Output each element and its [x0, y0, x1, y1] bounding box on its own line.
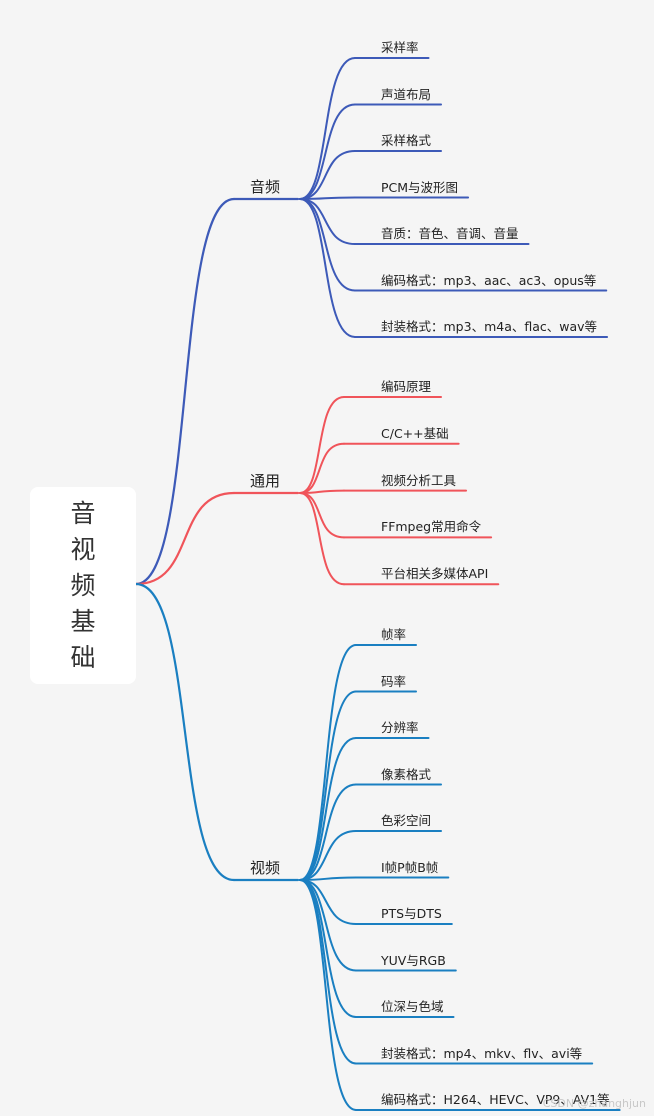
- branch-to-leaf-link: [299, 690, 357, 881]
- branch-to-leaf-link: [299, 396, 345, 494]
- branch-to-leaf-link: [299, 879, 357, 1065]
- leaf-label[interactable]: 帧率: [381, 627, 407, 642]
- leaf-label[interactable]: 采样率: [381, 40, 419, 55]
- leaf-label[interactable]: 视频分析工具: [381, 472, 457, 488]
- branch-to-leaf-link: [299, 879, 357, 1111]
- branch-label[interactable]: 音频: [250, 178, 281, 196]
- branch-to-leaf-link: [299, 492, 345, 539]
- branch-to-leaf-link: [299, 879, 357, 1018]
- leaf-label[interactable]: 封装格式：mp4、mkv、flv、avi等: [381, 1045, 583, 1061]
- branch-to-leaf-link: [299, 150, 356, 200]
- leaf-label[interactable]: 色彩空间: [381, 813, 432, 828]
- branch-to-leaf-link: [299, 442, 345, 494]
- leaf-label[interactable]: 声道布局: [381, 86, 432, 102]
- branch-to-leaf-link: [299, 876, 357, 881]
- branch-to-leaf-link: [299, 644, 357, 881]
- branch-to-leaf-link: [299, 489, 345, 494]
- leaf-label[interactable]: C/C++基础: [381, 425, 449, 441]
- root-node[interactable]: 音视频基础: [30, 487, 136, 684]
- branch-to-leaf-link: [299, 196, 356, 200]
- branch-to-leaf-link: [299, 198, 356, 245]
- leaf-label[interactable]: 平台相关多媒体API: [381, 566, 489, 582]
- leaf-label[interactable]: I帧P帧B帧: [381, 859, 439, 875]
- leaf-label[interactable]: 封装格式：mp3、m4a、flac、wav等: [381, 319, 598, 334]
- branch-to-leaf-link: [299, 198, 356, 338]
- branch-to-leaf-link: [299, 492, 345, 586]
- branch-to-leaf-link: [299, 783, 357, 881]
- leaf-label[interactable]: 位深与色域: [381, 999, 444, 1014]
- branch-label[interactable]: 通用: [250, 472, 281, 490]
- branch-label[interactable]: 视频: [250, 859, 281, 877]
- branch-to-leaf-link: [299, 830, 357, 881]
- root-node-label: 音视频基础: [70, 498, 96, 672]
- root-to-branch-link: [134, 582, 236, 882]
- leaf-label[interactable]: 分辨率: [381, 720, 419, 735]
- leaf-label[interactable]: 像素格式: [381, 766, 432, 782]
- leaf-label[interactable]: 采样格式: [381, 133, 432, 148]
- root-to-branch-link: [134, 197, 236, 586]
- leaf-label[interactable]: 编码原理: [381, 379, 432, 394]
- leaf-label[interactable]: YUV与RGB: [381, 952, 446, 968]
- branch-to-leaf-link: [299, 737, 357, 881]
- leaf-label[interactable]: 编码格式：H264、HEVC、VP9、AV1等: [381, 1092, 610, 1107]
- leaf-label[interactable]: PCM与波形图: [381, 179, 459, 195]
- branch-to-leaf-link: [299, 103, 356, 200]
- branch-to-leaf-link: [299, 57, 356, 200]
- root-to-branch-link: [134, 491, 236, 586]
- leaf-label[interactable]: FFmpeg常用命令: [381, 519, 482, 535]
- leaf-label[interactable]: 音质：音色、音调、音量: [381, 226, 519, 241]
- leaf-label[interactable]: 编码格式：mp3、aac、ac3、opus等: [381, 272, 597, 288]
- branch-to-leaf-link: [299, 879, 357, 925]
- leaf-label[interactable]: 码率: [381, 673, 407, 689]
- watermark: CSDN @zhanghjun: [542, 1097, 646, 1110]
- leaf-label[interactable]: PTS与DTS: [381, 906, 442, 921]
